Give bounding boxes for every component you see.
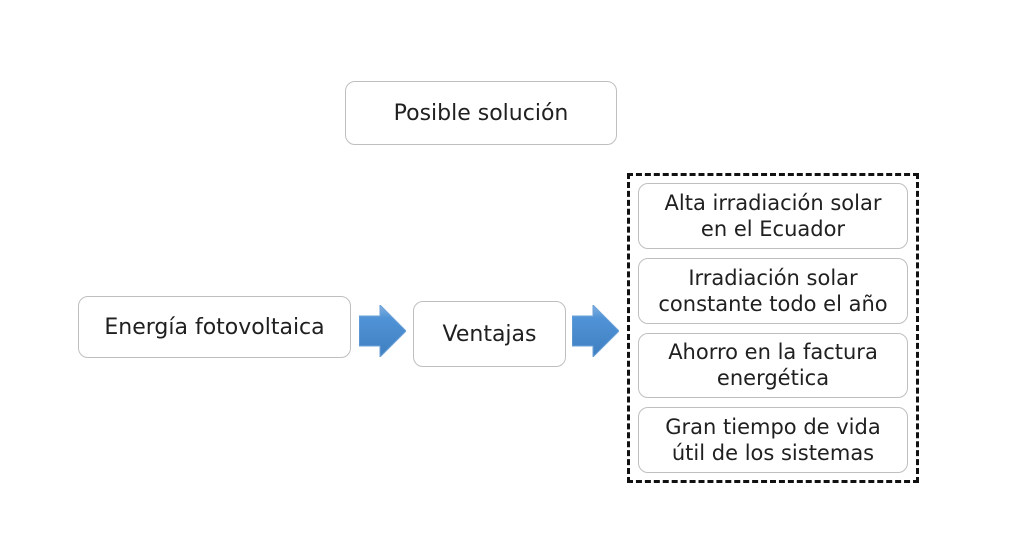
advantage-label: útil de los sistemas bbox=[671, 441, 875, 466]
right-arrow-icon bbox=[359, 305, 406, 357]
advantage-box-ahorro-factura: Ahorro en la factura energética bbox=[638, 332, 908, 399]
advantage-label: Alta irradiación solar bbox=[664, 190, 882, 215]
advantage-label: Ahorro en la factura bbox=[668, 340, 878, 365]
advantage-label: en el Ecuador bbox=[700, 216, 846, 241]
posible-solucion-box: Posible solución bbox=[345, 81, 617, 145]
energia-fotovoltaica-label: Energía fotovoltaica bbox=[104, 314, 325, 340]
posible-solucion-label: Posible solución bbox=[393, 100, 569, 126]
advantage-label: Gran tiempo de vida bbox=[665, 415, 881, 440]
advantage-label: Irradiación solar bbox=[688, 265, 858, 290]
advantage-box-alta-irradiacion: Alta irradiación solar en el Ecuador bbox=[638, 183, 908, 249]
advantage-box-tiempo-vida: Gran tiempo de vida útil de los sistemas bbox=[638, 407, 908, 473]
advantage-label: constante todo el año bbox=[658, 291, 888, 316]
energia-fotovoltaica-box: Energía fotovoltaica bbox=[78, 296, 351, 358]
ventajas-label: Ventajas bbox=[442, 321, 537, 347]
advantage-label: energética bbox=[716, 366, 830, 391]
advantages-group: Alta irradiación solar en el Ecuador Irr… bbox=[627, 173, 919, 483]
advantage-box-irradiacion-constante: Irradiación solar constante todo el año bbox=[638, 257, 908, 324]
ventajas-box: Ventajas bbox=[413, 301, 566, 367]
right-arrow-icon bbox=[572, 305, 619, 357]
